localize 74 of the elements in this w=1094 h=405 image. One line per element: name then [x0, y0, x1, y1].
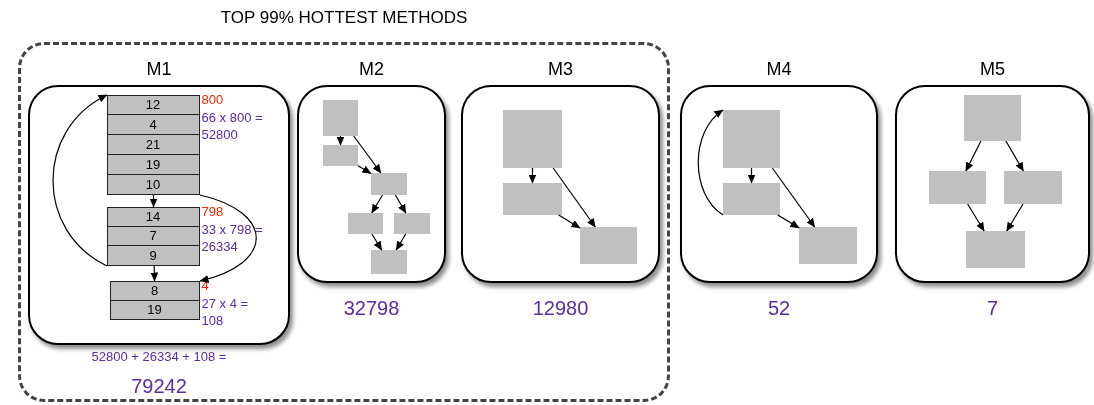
execution-count: 798 [201, 203, 224, 219]
arrow [395, 233, 407, 251]
basic-block [965, 230, 1025, 268]
basic-block [502, 109, 562, 168]
basic-block [963, 94, 1021, 141]
arrow [697, 109, 724, 216]
execution-count: 800 [201, 91, 224, 107]
sum-formula: 52800 + 26334 + 108 = [90, 349, 228, 364]
arrow [149, 194, 158, 208]
instruction-count: 21 [107, 135, 199, 155]
basic-block [370, 172, 407, 195]
basic-block [502, 182, 562, 215]
instruction-count: 12 [107, 95, 199, 116]
basic-block [579, 226, 637, 264]
arrow [336, 135, 345, 146]
method-panel [28, 85, 290, 345]
total-value: 7 [985, 297, 1000, 320]
arrow [1006, 203, 1024, 232]
basic-block [722, 109, 780, 168]
basic-block [106, 206, 200, 266]
instruction-count: 14 [107, 207, 199, 227]
basic-block [393, 212, 430, 234]
arrow [371, 233, 383, 251]
arrow [371, 194, 384, 214]
total-value: 12980 [531, 297, 590, 320]
arrow [771, 167, 816, 228]
total-value: 52 [766, 297, 792, 320]
instruction-count: 4 [107, 115, 199, 136]
arrow [52, 94, 108, 267]
method-panel [680, 85, 878, 283]
arrow [967, 203, 985, 232]
basic-block [106, 94, 200, 195]
basic-block [370, 249, 407, 274]
weighted-cost: 33 x 798 = 26334 [201, 220, 264, 255]
weighted-cost: 66 x 800 = 52800 [201, 108, 264, 143]
basic-block [347, 212, 383, 234]
method-label: M1 [145, 59, 173, 80]
method-panel [461, 85, 660, 283]
arrow [1005, 140, 1024, 172]
instruction-count: 19 [107, 154, 199, 175]
basic-block [322, 99, 358, 136]
arrow [353, 135, 382, 174]
basic-block [322, 144, 358, 166]
arrow [552, 167, 596, 228]
basic-block [722, 182, 780, 215]
basic-block [1003, 170, 1062, 204]
instruction-count: 19 [146, 301, 163, 319]
basic-block [109, 280, 200, 320]
instruction-count: 8 [110, 281, 199, 301]
basic-block [798, 226, 857, 264]
total-value: 79242 [130, 375, 188, 398]
arrow [199, 194, 257, 283]
weighted-cost: 27 x 4 = 108 [201, 294, 250, 329]
method-label: M2 [358, 59, 385, 80]
arrow [747, 167, 756, 184]
instruction-count: 9 [148, 246, 158, 265]
instruction-count: 10 [144, 175, 162, 194]
arrow [528, 167, 537, 184]
method-label: M4 [765, 59, 793, 80]
arrow [150, 265, 159, 282]
method-panel [297, 85, 446, 283]
arrow [357, 165, 372, 174]
arrow [394, 194, 407, 214]
arrow [965, 140, 982, 172]
basic-block [928, 170, 986, 204]
method-panel [895, 85, 1090, 283]
method-label: M3 [547, 59, 574, 80]
method-label: M5 [979, 59, 1006, 80]
group-title: TOP 99% HOTTEST METHODS [219, 8, 469, 28]
arrow [777, 214, 800, 229]
total-value: 32798 [342, 297, 401, 320]
dashed-group-frame [18, 42, 670, 402]
instruction-count: 7 [107, 226, 199, 247]
arrow [558, 214, 581, 229]
